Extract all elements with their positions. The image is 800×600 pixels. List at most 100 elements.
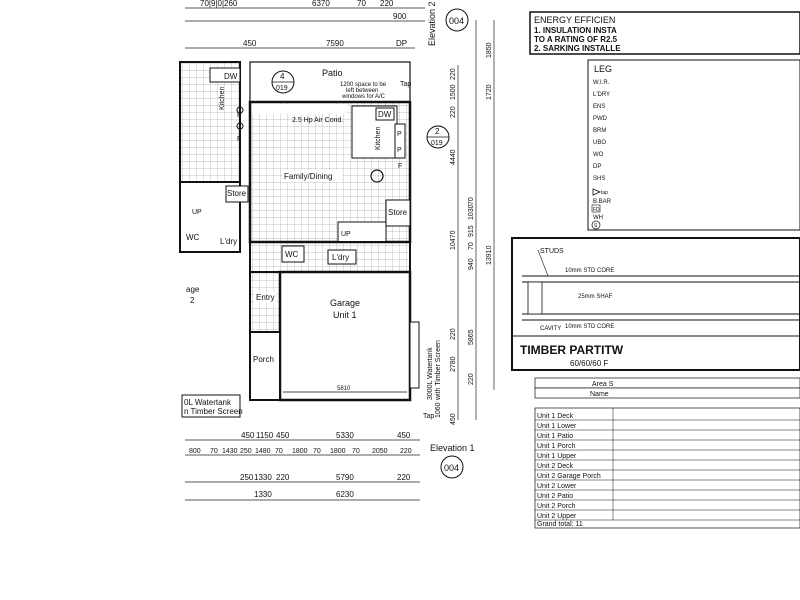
marker-patio-number: 4 [280,72,285,81]
unit2-partial: DW Kitchen P F Store UP WC L'dry age 2 0… [179,61,249,418]
wc-label: WC [285,250,299,259]
core-1-label: 10mm STD CORE [565,268,614,274]
energy-line-1: 1. INSULATION INSTA [534,26,617,35]
area-row-7: Unit 2 Lower [537,483,577,490]
side-dim-14: 1060 [435,402,442,418]
legend-box: LEG W.I.R. L'DRY ENS PWD BRM UBO WO DP S… [587,59,800,231]
top-dim-c: 70 [357,0,366,8]
bdim-r1-3: 5330 [336,431,354,440]
dw-right-label: DW [378,110,392,119]
top-dim-d: 220 [380,0,394,8]
legend-extra-4: S [594,223,598,229]
ldry-left-label: L'dry [220,237,237,246]
side-dim-17: 1720 [486,84,493,100]
garage-dim-label: 5810 [337,386,351,392]
area-row-4: Unit 1 Upper [537,453,577,460]
top-dim-e: 900 [393,12,407,21]
dw-left-label: DW [224,72,238,81]
side-dim-2: 220 [450,106,457,118]
bdim-r1-2: 450 [276,431,290,440]
p-right-label: P [397,131,402,138]
section-marker-bottom: 004 [440,455,464,479]
bdim-r2-2: 1430 [222,448,238,455]
up-left-label: UP [192,209,202,216]
aircond-label: 2.5 Hp Air Cond. [292,117,343,124]
energy-line-2: TO A RATING OF R2.5 [534,35,618,44]
bdim-r2-3: 250 [240,448,252,455]
legend-item-5: UBO [593,140,606,146]
side-dim-13: 220 [468,373,475,385]
side-dim-9: 70 [468,197,475,205]
p-left-label: P [237,112,242,119]
wc-left-label: WC [186,233,200,242]
legend-item-1: L'DRY [593,92,610,98]
side-dim-5: 940 [468,258,475,270]
kitchen-left-label: Kitchen [219,87,226,110]
side-dim-1: 1500 [450,84,457,100]
marker-bottom-number: 004 [444,463,459,473]
partition-detail: STUDS 10mm STD CORE 25mm SHAF 10mm STD C… [511,237,800,371]
studs-label: STUDS [540,248,564,255]
area-row-2: Unit 1 Patio [537,433,573,440]
area-row-0: Unit 1 Deck [537,413,574,420]
legend-extra-3: WH [593,215,603,221]
bottom-dimensions: 450 1150 450 5330 450 800 70 1430 250 14… [185,431,420,501]
legend-extra-2: FD [593,207,600,213]
store-right-label: Store [388,208,408,217]
ac-note-1: 1200 space to be [340,82,387,88]
legend-item-7: DP [593,164,601,170]
row2-dim-c: DP [396,39,407,48]
f-right-label: F [398,163,402,170]
area-header-1: Area S [592,381,614,388]
side-dimensions [457,20,495,420]
side-dim-12: 5865 [468,329,475,345]
bdim-r3-2: 220 [276,473,290,482]
side-dim-10: 2780 [450,356,457,372]
side-dim-8: 1030 [468,204,475,220]
section-marker-side: 2 019 [426,125,450,149]
side-dim-6: 70 [468,242,475,250]
top-dimensions: 70|9|0|260 6370 70 220 900 450 7590 DP [185,0,425,49]
watertank-left-2: n Timber Screen [184,407,243,416]
side-dim-16: 1850 [486,42,493,58]
bdim-r4-1: 6230 [336,490,354,499]
area-header-2: Name [590,391,609,398]
bdim-r2-11: 220 [400,448,412,455]
row2-dim-b: 7590 [326,39,344,48]
side-dim-3: 4440 [450,149,457,165]
area-schedule: Area S Name [534,377,800,529]
watertank-right-2: with Timber Screen [435,340,442,401]
area-row-3: Unit 1 Porch [537,443,576,450]
family-dining-label: Family/Dining [284,172,332,181]
bdim-r2-6: 1800 [292,448,308,455]
ldry-label: L'dry [332,253,349,262]
bdim-r4-0: 1330 [254,490,272,499]
cavity-label: CAVITY [540,326,561,332]
legend-item-3: PWD [593,116,608,122]
bdim-r1-1: 1150 [256,431,274,440]
legend-item-0: W.I.R. [593,80,610,86]
area-row-9: Unit 2 Porch [537,503,576,510]
bdim-r2-7: 70 [313,448,321,455]
marker-patio-sheet: 019 [276,85,288,92]
unit1-plan: Patio 1200 space to be left between wind… [248,61,442,420]
top-dim-a: 70|9|0|260 [200,0,238,8]
legend-item-8: SHS [593,176,605,182]
age2-label: 2 [190,296,195,305]
bdim-r3-0: 250 [240,473,254,482]
tap-bottom-label: Tap [423,413,434,420]
garage-unit-label: Unit 1 [333,310,357,320]
up-mid-label: UP [341,231,351,238]
area-row-8: Unit 2 Patio [537,493,573,500]
legend-extra-1: B.BAR [593,199,612,205]
legend-item-4: BRM [593,128,606,134]
legend-item-6: WO [593,152,604,158]
entry-label: Entry [256,293,275,302]
energy-notes-box: ENERGY EFFICIEN 1. INSULATION INSTA TO A… [529,11,800,55]
ac-note-3: windows for A/C [341,94,386,100]
kitchen-right-label: Kitchen [375,127,382,150]
side-dim-18: 13910 [486,245,493,265]
garage-label: Garage [330,298,360,308]
